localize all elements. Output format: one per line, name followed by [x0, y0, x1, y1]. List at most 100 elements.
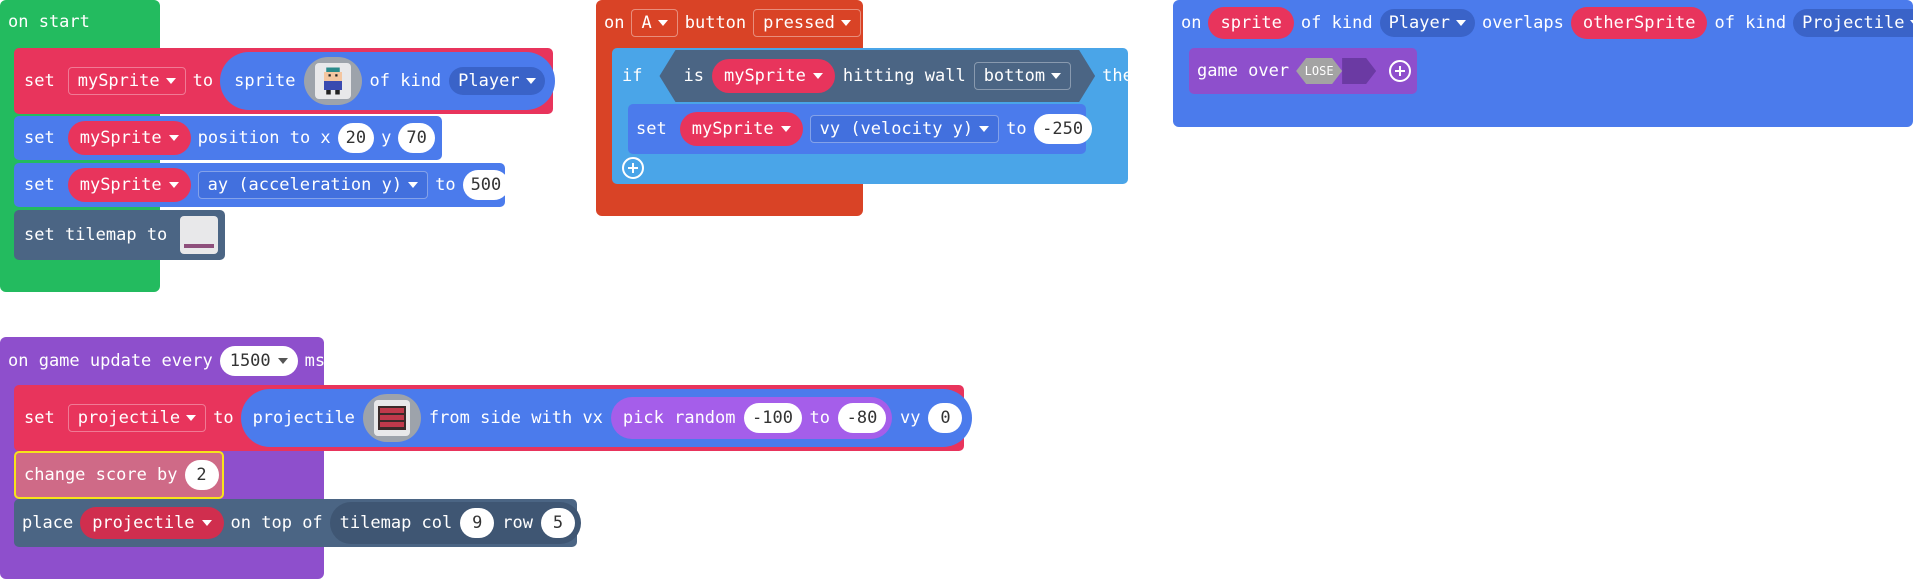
col-input[interactable]: 9 [460, 508, 495, 538]
place-on-tilemap-block[interactable]: place projectile on top of tilemap col 9… [14, 499, 581, 547]
set-label: set [636, 119, 667, 139]
from-side-label: from side with vx [428, 408, 603, 428]
y-input[interactable]: 70 [398, 123, 435, 153]
row-input[interactable]: 5 [540, 508, 575, 538]
property-value: ay (acceleration y) [207, 175, 403, 195]
set-label: set [24, 175, 55, 195]
place-label: place [22, 513, 74, 533]
vy-input[interactable]: 0 [928, 403, 963, 433]
set-acceleration-block[interactable]: set mySprite ay (acceleration y) to 500 [14, 163, 510, 207]
add-parameter-icon[interactable] [1389, 60, 1412, 82]
on-start-label: on start [8, 12, 90, 32]
to-label: to [192, 71, 214, 91]
property-value: vy (velocity y) [819, 119, 974, 139]
interval-dropdown[interactable]: 1500 [219, 346, 298, 376]
to-label: to [809, 408, 830, 428]
button-label: button [684, 13, 747, 33]
game-over-label: game over [1197, 61, 1290, 81]
is-label: is [683, 66, 704, 86]
side-value: bottom [983, 66, 1046, 86]
projectile-from-side-block[interactable]: projectile from side with vx pick random… [240, 389, 973, 447]
property-dropdown[interactable]: ay (acceleration y) [197, 171, 429, 199]
property-dropdown[interactable]: vy (velocity y) [809, 115, 1000, 143]
kind-dropdown[interactable]: Player [449, 67, 545, 95]
kind-dropdown[interactable]: Player [1379, 9, 1475, 37]
x-input[interactable]: 20 [337, 123, 375, 153]
on-top-of-label: on top of [230, 513, 323, 533]
set-position-block[interactable]: set mySprite position to x 20 y 70 [14, 116, 442, 160]
unit-label: ms [304, 351, 326, 371]
projectile-image-slot[interactable] [362, 394, 421, 442]
tilemap-col-label: tilemap col [339, 513, 453, 533]
game-over-block[interactable]: game over LOSE [1189, 48, 1417, 94]
variable-dropdown[interactable]: mySprite [679, 112, 803, 146]
variable-dropdown[interactable]: mySprite [67, 121, 191, 155]
set-label: set [24, 128, 55, 148]
variable-dropdown[interactable]: mySprite [67, 168, 191, 202]
button-value: A [641, 13, 652, 33]
projectile-label: projectile [252, 408, 355, 428]
to-label: to [1006, 119, 1027, 139]
chevron-down-icon [168, 182, 179, 188]
sprite-param[interactable]: sprite [1208, 7, 1294, 39]
variable-name: mySprite [77, 71, 160, 91]
chevron-down-icon [408, 182, 419, 188]
set-label: set [24, 71, 55, 91]
pick-random-label: pick random [622, 408, 736, 428]
is-hitting-wall-block[interactable]: is mySprite hitting wall bottom [659, 50, 1095, 102]
row-label: row [502, 513, 533, 533]
variable-name: mySprite [723, 66, 806, 86]
variable-dropdown[interactable]: mySprite [712, 59, 835, 93]
set-tilemap-block[interactable]: set tilemap to [14, 210, 225, 260]
chevron-down-icon [277, 358, 288, 364]
event-value: pressed [763, 13, 835, 33]
interval-value: 1500 [229, 351, 271, 371]
kind-dropdown[interactable]: Projectile [1793, 9, 1913, 37]
variable-name: projectile [77, 408, 181, 428]
sprite-label: sprite [234, 71, 296, 91]
chevron-down-icon [813, 73, 823, 79]
sprite-param-name: sprite [1220, 13, 1282, 33]
tilemap-location-block[interactable]: tilemap col 9 row 5 [329, 502, 581, 544]
set-projectile-block[interactable]: set projectile to projectile from side w… [14, 385, 973, 451]
chevron-down-icon [186, 415, 197, 421]
chevron-down-icon [201, 520, 212, 526]
chevron-down-icon [1910, 20, 1913, 26]
on-label: on [604, 13, 625, 33]
variable-dropdown[interactable]: projectile [67, 404, 207, 432]
pick-random-block[interactable]: pick random -100 to -80 [610, 397, 892, 439]
player-sprite-icon [314, 63, 351, 99]
chevron-down-icon [165, 78, 176, 84]
max-input[interactable]: -80 [838, 403, 886, 433]
other-sprite-param[interactable]: otherSprite [1570, 7, 1708, 39]
variable-dropdown[interactable]: projectile [80, 507, 224, 539]
side-dropdown[interactable]: bottom [974, 62, 1071, 90]
set-label: set [24, 408, 55, 428]
tilemap-image-icon[interactable] [180, 216, 219, 254]
change-score-block[interactable]: change score by 2 [14, 451, 224, 499]
to-label: to [213, 408, 234, 428]
value-input[interactable]: -250 [1033, 114, 1092, 144]
variable-name: projectile [92, 513, 195, 533]
sprite-create-block[interactable]: sprite of kind Player [220, 52, 555, 110]
set-tilemap-label: set tilemap to [24, 225, 168, 245]
if-label: if [622, 66, 643, 86]
min-input[interactable]: -100 [743, 403, 802, 433]
variable-name: mySprite [79, 175, 162, 195]
set-sprite-block[interactable]: set mySprite to sprite [14, 48, 555, 114]
sprite-image-slot[interactable] [303, 57, 362, 105]
chevron-down-icon [979, 126, 990, 132]
button-dropdown[interactable]: A [631, 9, 678, 37]
variable-name: mySprite [691, 119, 774, 139]
score-input[interactable]: 2 [184, 460, 219, 490]
variable-name: mySprite [79, 128, 162, 148]
chevron-down-icon [657, 20, 668, 26]
value-input[interactable]: 500 [462, 170, 510, 200]
add-else-icon[interactable] [622, 157, 644, 179]
event-dropdown[interactable]: pressed [753, 9, 861, 37]
variable-dropdown[interactable]: mySprite [67, 67, 186, 95]
set-velocity-block[interactable]: set mySprite vy (velocity y) to -250 [628, 104, 1092, 154]
kind-value: Player [1388, 13, 1450, 33]
kind-value: Projectile [1802, 13, 1905, 33]
lose-toggle[interactable]: LOSE [1296, 58, 1376, 84]
